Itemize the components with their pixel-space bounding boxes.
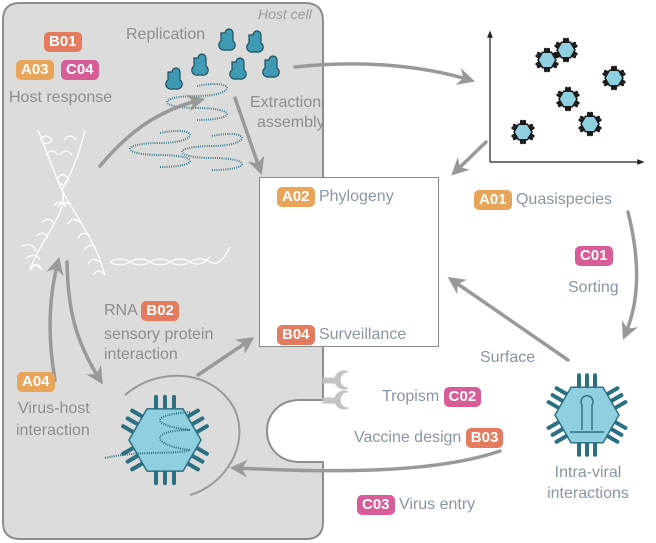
virus-host-interaction-label: interaction bbox=[16, 422, 90, 439]
host-response-badge-b01: B01 bbox=[44, 32, 82, 52]
badge-a02: A02 bbox=[277, 187, 315, 207]
surveillance-label: Surveillance bbox=[318, 326, 407, 344]
replication-label: Replication bbox=[126, 26, 206, 43]
badge-a01: A01 bbox=[474, 190, 512, 210]
arrow-interaction-down bbox=[65, 260, 103, 385]
rna-heading: RNA B02 bbox=[104, 301, 179, 321]
badge-a03: A03 bbox=[16, 60, 54, 80]
viral-rna-icon bbox=[104, 411, 191, 459]
host-virus-icon bbox=[104, 374, 241, 496]
arrow-vaccine-to-virus bbox=[229, 449, 502, 478]
badge-c02: C02 bbox=[443, 387, 482, 407]
host-response-badges-row: A03 C04 bbox=[16, 60, 99, 80]
rna-label: RNA bbox=[104, 302, 137, 320]
quasispecies-heading: A01 Quasispecies bbox=[474, 190, 612, 210]
virus-host-label: Virus-host bbox=[18, 400, 90, 417]
a04-wrap: A04 bbox=[17, 372, 55, 392]
tropism-heading: Tropism C02 bbox=[382, 387, 482, 407]
chromosome-icon bbox=[21, 129, 231, 276]
surface-label: Surface bbox=[480, 349, 536, 366]
tropism-label: Tropism bbox=[382, 388, 440, 406]
rna-strands-icon bbox=[129, 82, 243, 171]
arrow-extraction-to-phylogeny bbox=[233, 96, 265, 175]
vaccine-label: Vaccine design bbox=[354, 429, 462, 447]
arrow-quasispecies-to-surface bbox=[621, 210, 639, 340]
big-virion-icon bbox=[546, 373, 628, 457]
phylogeny-heading: A02 Phylogeny bbox=[277, 187, 394, 207]
virus-entry-label: Virus entry bbox=[398, 496, 476, 514]
virion-icon bbox=[511, 119, 535, 145]
host-response-label: Host response bbox=[9, 89, 113, 106]
arrow-replication-to-plot bbox=[293, 62, 476, 85]
sensory-interaction-label: interaction bbox=[104, 346, 178, 363]
badge-c03: C03 bbox=[357, 495, 395, 515]
sorting-label: Sorting bbox=[568, 279, 619, 296]
vaccine-heading: Vaccine design B03 bbox=[354, 428, 504, 448]
virus-entry-heading: C03 Virus entry bbox=[357, 495, 475, 515]
virion-icon bbox=[578, 111, 602, 137]
badge-a04: A04 bbox=[17, 372, 55, 392]
host-cell-label: Host cell bbox=[258, 6, 312, 22]
arrow-plot-to-phylogeny bbox=[451, 140, 488, 176]
surveillance-heading: B04 Surveillance bbox=[277, 325, 406, 345]
quasispecies-label: Quasispecies bbox=[515, 191, 613, 209]
intra-viral-label: Intra-viral bbox=[554, 464, 622, 481]
arrow-virus-to-phylogeny bbox=[196, 337, 255, 377]
host-virion-icon bbox=[121, 394, 209, 486]
quasispecies-plot bbox=[487, 30, 645, 165]
arrow-surface-to-phylogeny bbox=[447, 277, 570, 362]
ribosome-icon bbox=[165, 28, 280, 90]
rna-hairpin-icon bbox=[570, 395, 604, 433]
badge-c01: C01 bbox=[575, 246, 613, 266]
badge-c04: C04 bbox=[60, 60, 99, 80]
badge-b03: B03 bbox=[465, 428, 504, 448]
virion-icon bbox=[602, 65, 626, 91]
sensory-protein-label: sensory protein bbox=[104, 326, 214, 343]
virion-icon bbox=[554, 37, 578, 63]
sorting-badge-wrap: C01 bbox=[575, 246, 613, 266]
badge-b04: B04 bbox=[277, 325, 315, 345]
virion-cluster bbox=[511, 37, 626, 145]
virion-icon bbox=[535, 47, 559, 73]
arrow-chromosome-to-replication bbox=[98, 94, 206, 168]
extraction-label: Extraction, bbox=[250, 94, 326, 111]
arrow-interaction-up bbox=[46, 256, 64, 382]
phylogeny-panel bbox=[259, 177, 439, 347]
cell-membrane-bay bbox=[271, 413, 323, 455]
intra-viral-interactions-label: interactions bbox=[547, 485, 629, 502]
assembly-label: assembly bbox=[257, 114, 325, 131]
receptor-icon bbox=[322, 370, 349, 410]
intraviral-virus-icon bbox=[546, 373, 628, 457]
phylogeny-label: Phylogeny bbox=[318, 188, 394, 206]
virion-icon bbox=[556, 86, 580, 112]
badge-b02: B02 bbox=[141, 301, 179, 321]
badge-b01: B01 bbox=[44, 32, 82, 52]
